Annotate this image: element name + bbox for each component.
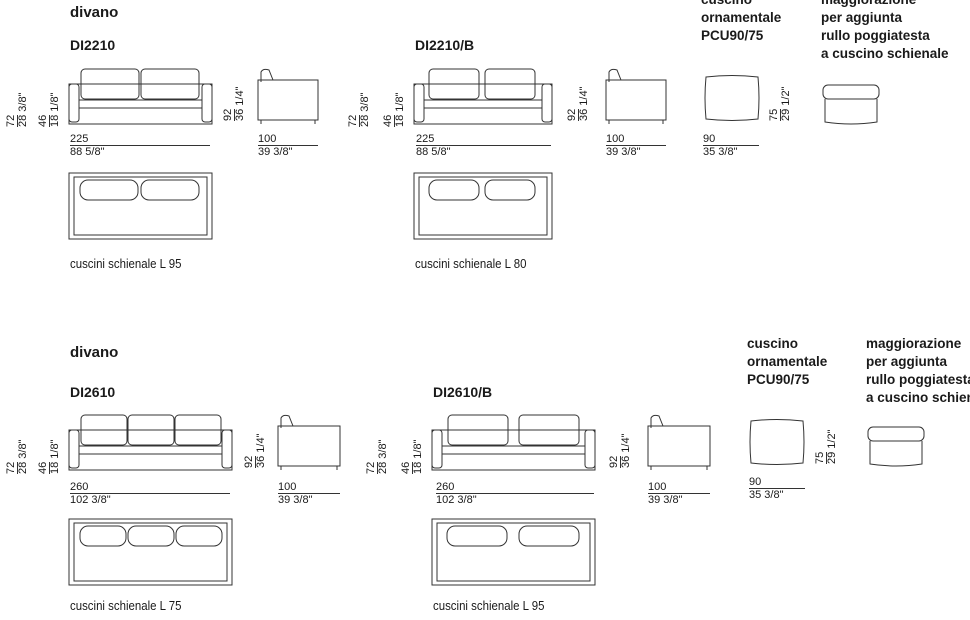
sofa-top-drawing <box>68 518 233 586</box>
sofa-top-drawing <box>431 518 596 586</box>
sofa-side-drawing <box>605 66 667 126</box>
sofa-front-drawing <box>413 66 553 126</box>
pillow-title: cuscino ornamentale PCU90/75 <box>747 336 828 387</box>
model-code: DI2210 <box>70 37 116 53</box>
section-heading: divano <box>70 4 119 21</box>
cushion-note: cuscini schienale L 95 <box>433 598 545 613</box>
headrest-roll-drawing <box>821 84 881 126</box>
pillow-title: cuscino ornamentale PCU90/75 <box>701 0 782 43</box>
model-code: DI2610 <box>70 384 116 400</box>
sofa-top-drawing <box>68 172 213 240</box>
cushion-note: cuscini schienale L 75 <box>70 598 182 613</box>
pillow-drawing <box>749 418 805 466</box>
cushion-note: cuscini schienale L 80 <box>415 256 527 271</box>
sofa-top-drawing <box>413 172 553 240</box>
addon-title: maggiorazione per aggiunta rullo poggiat… <box>821 0 949 61</box>
sofa-front-drawing <box>68 412 233 472</box>
sofa-front-drawing <box>68 66 213 126</box>
sofa-side-drawing <box>647 412 711 472</box>
section-heading: divano <box>70 344 119 361</box>
headrest-roll-drawing <box>866 426 926 468</box>
sofa-side-drawing <box>257 66 319 126</box>
sofa-side-drawing <box>277 412 341 472</box>
pillow-drawing <box>704 74 760 122</box>
model-code: DI2610/B <box>433 384 493 400</box>
addon-title: maggiorazione per aggiunta rullo poggiat… <box>866 336 970 405</box>
model-code: DI2210/B <box>415 37 475 53</box>
cushion-note: cuscini schienale L 95 <box>70 256 182 271</box>
sofa-front-drawing <box>431 412 596 472</box>
